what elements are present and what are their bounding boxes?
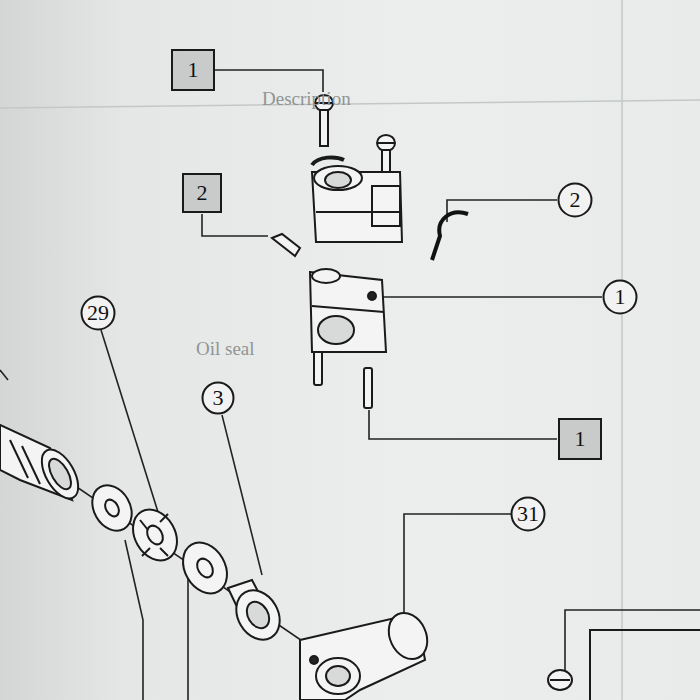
faint-table-text: Description: [262, 88, 351, 110]
callout-number: 29: [80, 295, 116, 331]
faint-table-text: Oil seal: [196, 338, 255, 360]
part-number-box: 1: [558, 418, 602, 460]
callout-text: 2: [570, 189, 581, 211]
callout-text: 1: [615, 286, 626, 308]
callout-number: 31: [510, 496, 546, 532]
callout-text: 29: [87, 302, 109, 324]
part-number-box: 2: [182, 173, 222, 213]
part-number-box: 1: [171, 49, 215, 91]
callout-number: 3: [201, 381, 235, 415]
callout-number: 2: [557, 182, 593, 218]
callout-text: 2: [197, 182, 208, 204]
callout-text: 31: [517, 503, 539, 525]
callout-text: 1: [188, 59, 199, 81]
callout-text: 1: [575, 428, 586, 450]
callout-number: 1: [602, 279, 638, 315]
callout-text: 3: [213, 387, 224, 409]
